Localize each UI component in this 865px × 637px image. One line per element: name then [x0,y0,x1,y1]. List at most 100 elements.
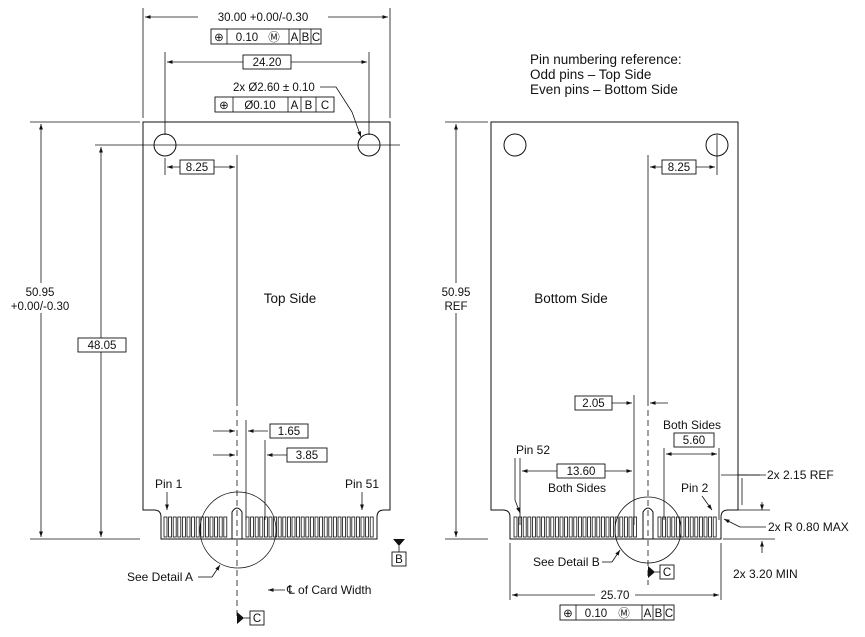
contact-finger [286,516,291,538]
top-detail-a-circle [199,491,277,569]
contact-finger [332,516,337,538]
contact-finger [545,516,550,538]
contact-finger [365,516,369,538]
bottom-note-3: Even pins – Bottom Side [530,82,678,97]
top-side-view: 30.00 +0.00/-0.30 ⊕ 0.10 Ⓜ A B C 24.20 2… [2,8,407,626]
bottom-ref-215: 2x 2.15 REF [767,468,834,482]
svg-text:⊕: ⊕ [214,32,224,44]
bottom-pin-left: Pin 52 [516,443,550,457]
contact-finger [263,516,268,538]
bottom-width-dim: 25.70 [601,590,630,602]
bottom-note-2: Odd pins – Top Side [530,67,651,82]
contact-finger [172,516,177,538]
bottom-height-dim-1: 50.95 [442,287,471,299]
contact-finger [689,516,694,538]
contact-finger [168,516,172,538]
top-side-title: Top Side [264,291,317,306]
contact-finger [708,516,712,538]
svg-text:A: A [291,32,299,44]
contact-finger [369,516,374,538]
contact-finger [254,516,259,538]
bottom-key-notch [642,507,654,539]
contact-finger [268,516,273,538]
top-contact-fingers [163,516,374,538]
contact-finger [513,516,518,538]
contact-finger [541,516,545,538]
contact-finger [680,516,685,538]
contact-finger [360,516,365,538]
contact-finger [671,516,676,538]
contact-finger [536,516,541,538]
top-width-dim: 30.00 +0.00/-0.30 [218,12,308,24]
contact-finger [296,516,300,538]
contact-finger [624,516,628,538]
contact-finger [527,516,532,538]
top-centerline-label: ℄ of Card Width [286,583,371,597]
svg-text:C: C [665,608,673,620]
contact-finger [323,516,328,538]
bottom-dim-205: 2.05 [582,398,604,410]
contact-finger [355,516,360,538]
contact-finger [223,516,228,538]
top-card-outline [142,121,391,540]
contact-finger [163,516,168,538]
svg-text:B: B [302,32,310,44]
contact-finger [277,516,282,538]
contact-finger [619,516,624,538]
contact-finger [300,516,305,538]
svg-text:0.10: 0.10 [585,608,607,620]
contact-finger [559,516,564,538]
contact-finger [328,516,333,538]
top-hole-offset: 8.25 [186,162,208,174]
svg-text:Ø0.10: Ø0.10 [244,100,275,112]
bottom-dim-1360: 13.60 [567,466,596,478]
top-detail-label: See Detail A [127,570,193,584]
top-dim-385: 3.85 [296,450,318,462]
svg-text:Ⓜ: Ⓜ [618,607,630,620]
contact-finger [259,516,264,538]
contact-finger [305,516,310,538]
bottom-note-1: Pin numbering reference: [530,52,682,67]
contact-finger [564,516,568,538]
contact-finger [177,516,182,538]
contact-finger [346,516,351,538]
contact-finger [186,516,191,538]
top-hole-height: 48.05 [88,340,117,352]
contact-finger [582,516,587,538]
svg-text:B: B [655,608,663,620]
contact-finger [250,516,254,538]
svg-text:A: A [291,100,299,112]
contact-finger [522,516,527,538]
contact-finger [601,516,605,538]
contact-finger [666,516,671,538]
contact-finger [309,516,314,538]
svg-text:C: C [312,32,320,44]
contact-finger [699,516,703,538]
svg-text:⊕: ⊕ [563,608,573,620]
contact-finger [282,516,287,538]
top-hole-spacing: 24.20 [253,57,282,69]
bottom-side-view: Pin numbering reference: Odd pins – Top … [430,52,849,621]
top-hole-fcf: ⊕ Ø0.10 A B C [214,96,335,113]
contact-finger [342,516,346,538]
svg-text:B: B [395,554,403,566]
svg-text:C: C [663,567,671,579]
bottom-radius: 2x R 0.80 MAX [768,520,849,534]
contact-finger [218,516,223,538]
svg-text:A: A [644,608,652,620]
contact-finger [610,516,614,538]
bottom-dim-560-note: Both Sides [663,418,721,432]
svg-text:Ⓜ: Ⓜ [268,31,280,44]
bottom-hole-offset: 8.25 [668,162,690,174]
contact-finger [195,516,200,538]
bottom-hole-left [503,133,527,157]
top-pin-left: Pin 1 [155,477,183,491]
svg-text:0.10: 0.10 [236,32,258,44]
top-dim-165: 1.65 [278,426,300,438]
contact-finger [191,516,195,538]
svg-text:C: C [253,613,261,625]
contact-finger [628,516,633,538]
contact-finger [314,516,319,538]
contact-finger [532,516,536,538]
